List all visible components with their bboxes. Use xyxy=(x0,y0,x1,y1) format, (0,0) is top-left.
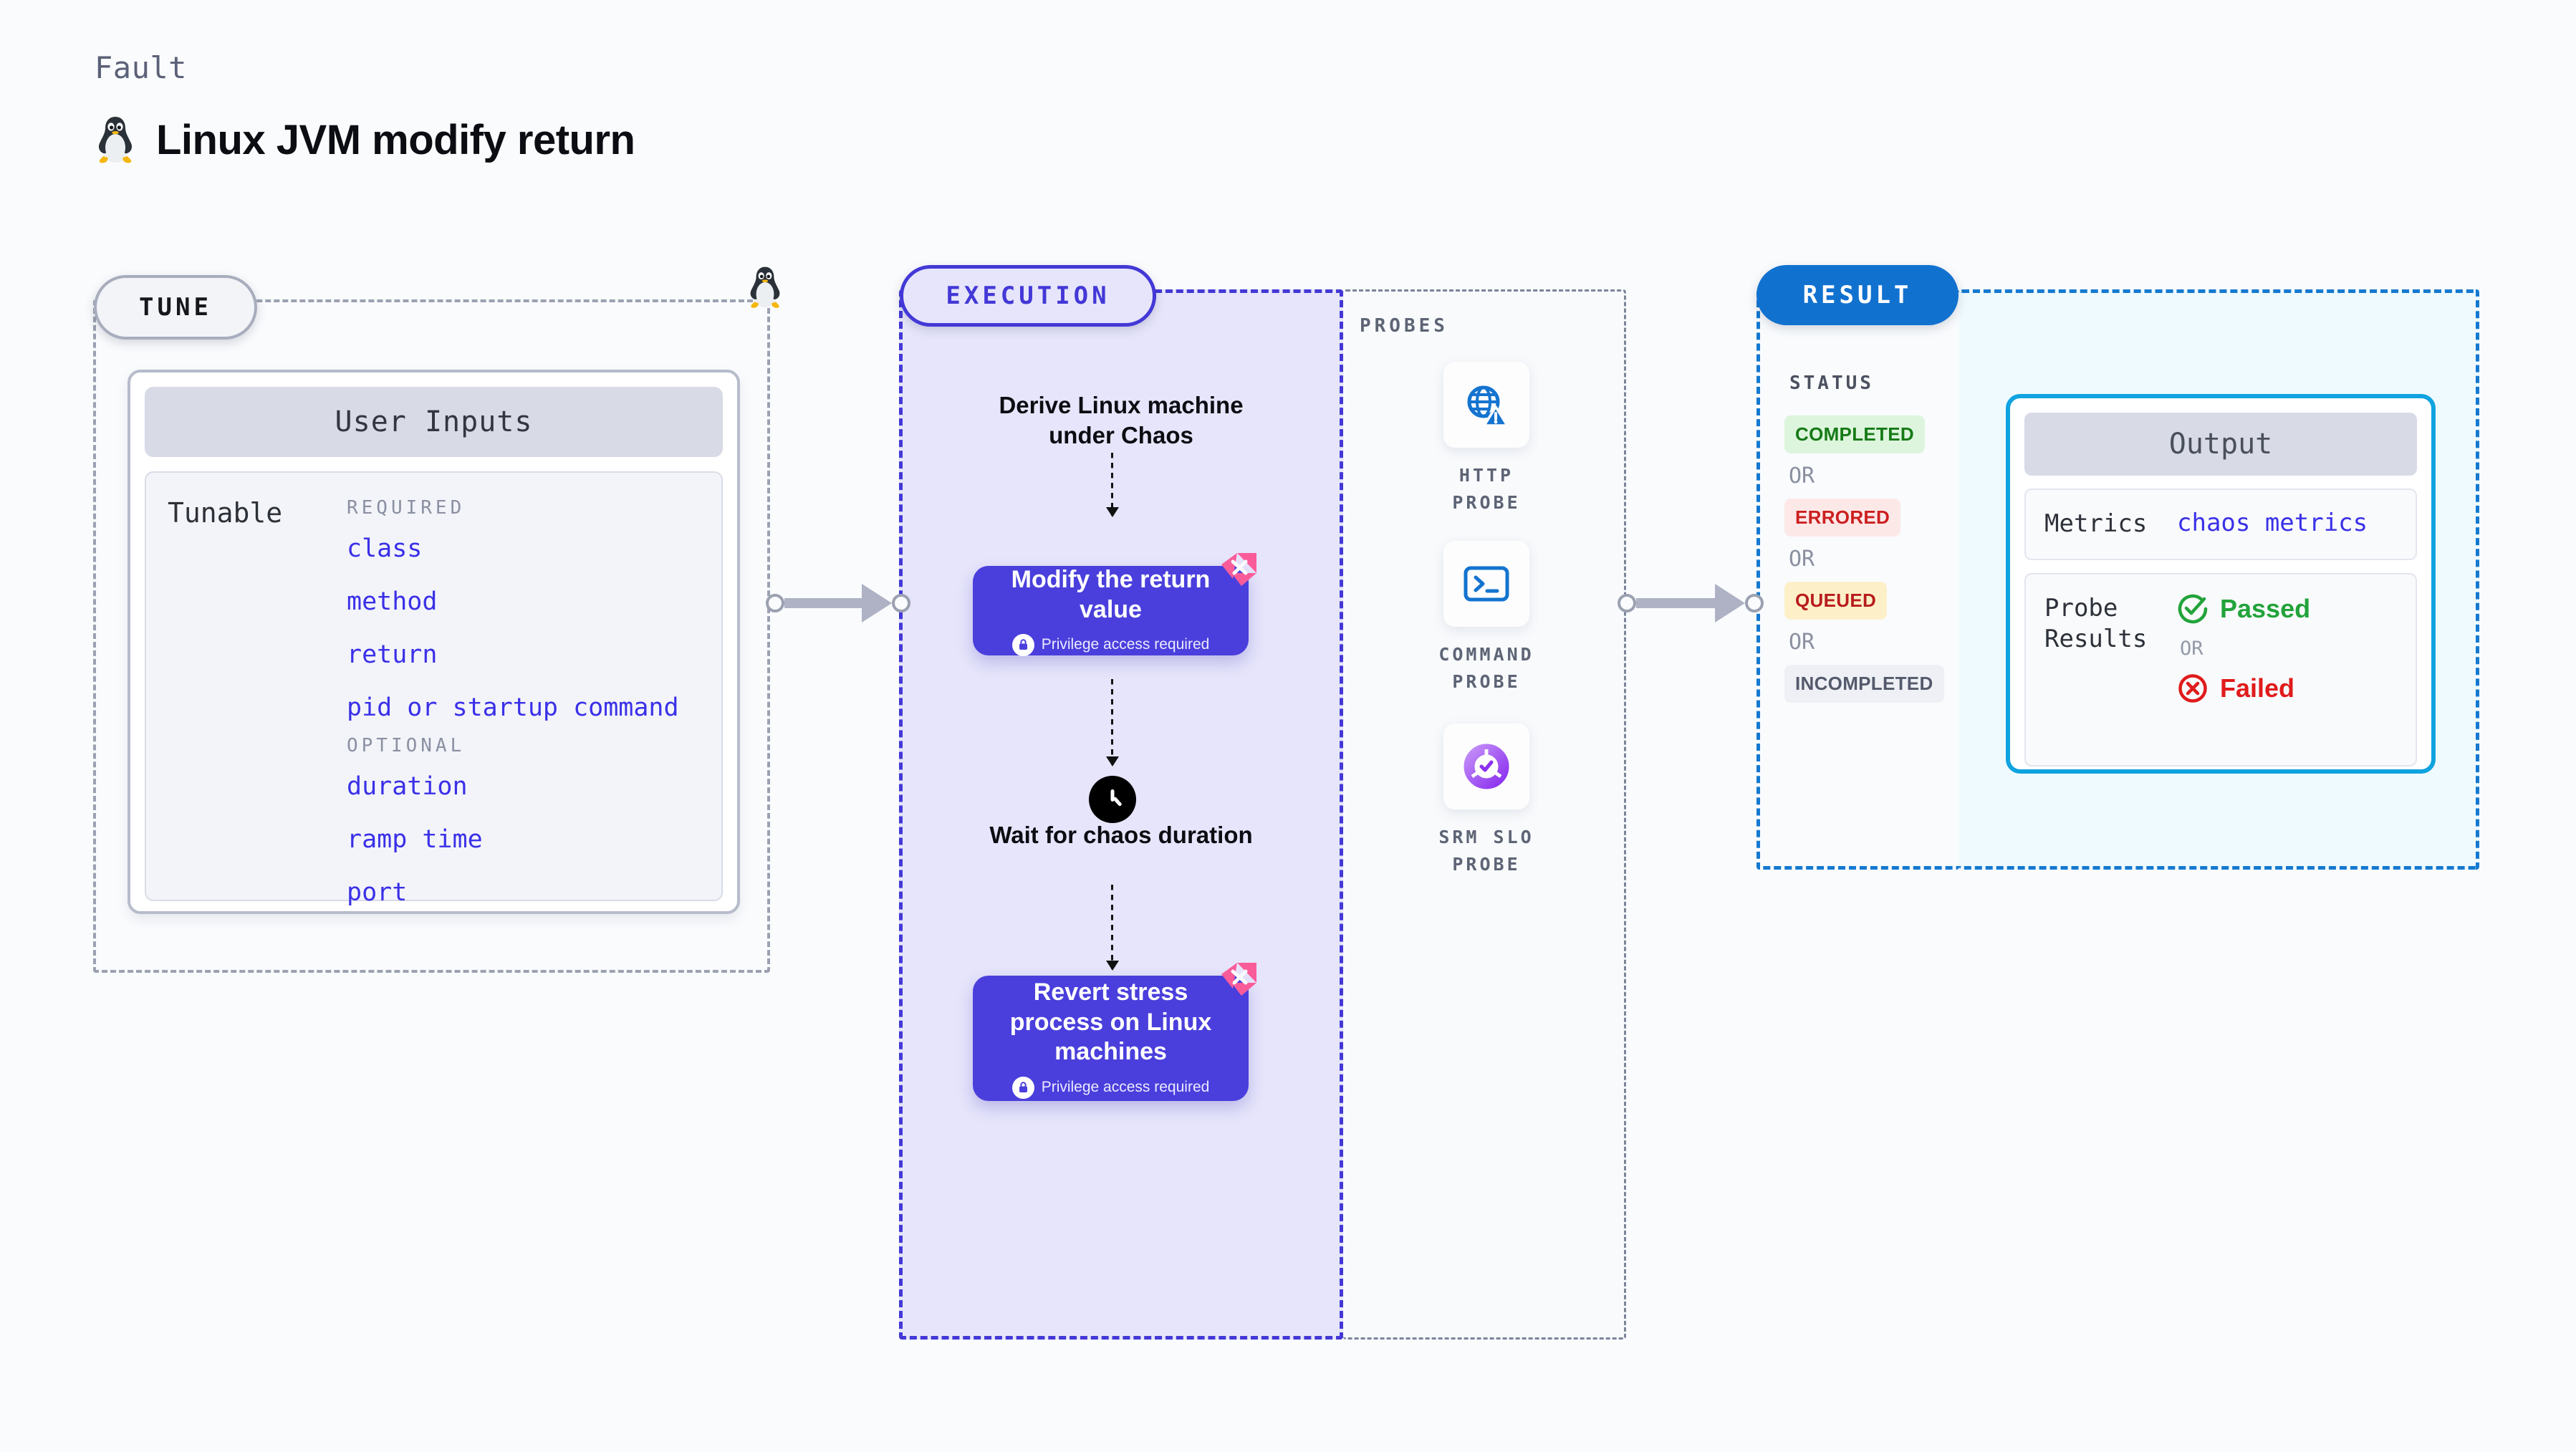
clock-icon xyxy=(1089,776,1136,823)
probe-item-http[interactable]: HTTP PROBE xyxy=(1426,362,1547,516)
lock-icon xyxy=(1011,633,1034,656)
probe-results-values: Passed OR Failed xyxy=(2177,593,2310,704)
execution-step-derive-label: Derive Linux machine under Chaos xyxy=(999,392,1244,449)
check-circle-icon xyxy=(2178,594,2208,623)
execution-node-title: Revert stress process on Linux machines xyxy=(1009,979,1212,1066)
connector-tune-to-execution xyxy=(766,584,910,622)
connector-dot-left xyxy=(766,594,784,612)
probes-stage-panel xyxy=(1343,289,1626,1340)
tunable-return[interactable]: return xyxy=(347,640,438,669)
connector-probes-to-result xyxy=(1618,584,1764,622)
privilege-badge: Privilege access required xyxy=(1011,1076,1210,1099)
probe-card[interactable] xyxy=(1443,362,1529,448)
probe-label: COMMAND PROBE xyxy=(1438,644,1534,692)
status-or-3: OR xyxy=(1789,630,1815,655)
stage-badge-tune[interactable]: TUNE xyxy=(94,275,257,340)
status-badge-incompleted: INCOMPLETED xyxy=(1784,665,1944,703)
probe-card[interactable] xyxy=(1443,723,1529,809)
output-card: Output Metrics chaos metrics Probe Resul… xyxy=(2006,394,2436,774)
tunable-class[interactable]: class xyxy=(347,534,423,563)
execution-node-title: Modify the return value xyxy=(1011,566,1211,623)
x-circle-icon xyxy=(2178,673,2207,703)
connector-dot-left xyxy=(1618,594,1636,612)
fault-title-row: Linux JVM modify return xyxy=(93,115,635,165)
status-badge-completed: COMPLETED xyxy=(1784,415,1925,453)
terminal-icon xyxy=(1464,566,1509,602)
status-or-2: OR xyxy=(1789,547,1815,572)
linux-penguin-marker-icon xyxy=(750,266,780,308)
probe-label: SRM SLO PROBE xyxy=(1438,827,1534,875)
tunable-pid-or-startup-command[interactable]: pid or startup command xyxy=(347,693,679,722)
status-or-1: OR xyxy=(1789,463,1815,489)
output-metrics-key: Metrics xyxy=(2044,509,2148,538)
tunable-method[interactable]: method xyxy=(347,587,438,616)
connector-arrowhead xyxy=(1715,584,1745,622)
probe-result-failed: Failed xyxy=(2177,673,2310,704)
probes-title: PROBES xyxy=(1360,315,1448,337)
stage-badge-result[interactable]: RESULT xyxy=(1756,265,1959,325)
execution-node-revert-stress-process[interactable]: Revert stress process on Linux machines … xyxy=(973,963,1256,1101)
slo-donut-check-icon xyxy=(1464,744,1509,789)
probe-item-srm-slo[interactable]: SRM SLO PROBE xyxy=(1426,723,1547,878)
output-row-metrics: Metrics chaos metrics xyxy=(2024,489,2417,560)
tunables-box: Tunable REQUIRED class method return pid… xyxy=(145,471,723,907)
connector-arrowhead xyxy=(862,584,892,622)
connector-dot-right xyxy=(1745,594,1764,612)
output-row-probe-results: Probe Results Passed OR Failed xyxy=(2024,572,2417,766)
execution-step-wait-label: Wait for chaos duration xyxy=(989,822,1253,848)
tunable-port[interactable]: port xyxy=(347,878,408,907)
probe-result-passed: Passed xyxy=(2177,593,2310,625)
probe-result-passed-label: Passed xyxy=(2220,593,2311,623)
tunable-group-optional-title: OPTIONAL xyxy=(347,735,466,756)
flow-arrow-2 xyxy=(1111,679,1113,765)
probes-panel-body xyxy=(1343,289,1626,1340)
probe-label: HTTP PROBE xyxy=(1452,465,1521,513)
status-badge-errored: ERRORED xyxy=(1784,499,1901,537)
status-stack: COMPLETED OR ERRORED OR QUEUED OR INCOMP… xyxy=(1784,415,1944,703)
probe-result-or: OR xyxy=(2180,637,2203,660)
flow-arrow-3 xyxy=(1111,885,1113,969)
execution-node-modify-return-value[interactable]: Modify the return value Privilege access… xyxy=(973,553,1256,656)
output-probe-results-key: Probe Results xyxy=(2044,593,2148,654)
connector-dot-right xyxy=(892,594,910,612)
privilege-text: Privilege access required xyxy=(1041,636,1210,653)
probe-item-command[interactable]: COMMAND PROBE xyxy=(1426,541,1547,695)
user-inputs-title: User Inputs xyxy=(145,387,723,457)
lock-icon xyxy=(1011,1076,1034,1099)
user-inputs-card: User Inputs Tunable REQUIRED class metho… xyxy=(128,370,740,914)
stage-badge-execution[interactable]: EXECUTION xyxy=(900,265,1156,327)
tunable-group-required-title: REQUIRED xyxy=(347,497,466,519)
status-title: STATUS xyxy=(1789,372,1874,394)
tunable-list: REQUIRED class method return pid or star… xyxy=(347,497,700,907)
connector-bar xyxy=(1636,598,1716,608)
privilege-text: Privilege access required xyxy=(1041,1079,1210,1096)
result-stage-panel xyxy=(1756,289,1959,870)
chaos-pinwheel-icon xyxy=(1221,963,1256,996)
fault-eyebrow-label: Fault xyxy=(95,50,187,85)
tunable-duration[interactable]: duration xyxy=(347,772,468,801)
tunable-row-label: Tunable xyxy=(168,497,283,529)
globe-warning-icon xyxy=(1467,385,1509,427)
tune-stage-panel xyxy=(93,299,770,973)
output-title: Output xyxy=(2024,413,2417,476)
probe-result-failed-label: Failed xyxy=(2220,673,2295,703)
privilege-badge: Privilege access required xyxy=(1011,633,1210,656)
result-panel-body xyxy=(1756,289,1959,870)
probe-card[interactable] xyxy=(1443,541,1529,627)
tunable-ramp-time[interactable]: ramp time xyxy=(347,825,483,854)
linux-penguin-icon xyxy=(98,117,133,163)
page-title: Linux JVM modify return xyxy=(156,116,635,163)
output-metrics-value[interactable]: chaos metrics xyxy=(2177,509,2368,537)
chaos-pinwheel-icon xyxy=(1221,553,1256,586)
tune-panel-body xyxy=(93,299,770,973)
connector-bar xyxy=(784,598,863,608)
status-badge-queued: QUEUED xyxy=(1784,582,1888,620)
flow-arrow-1 xyxy=(1111,453,1113,516)
